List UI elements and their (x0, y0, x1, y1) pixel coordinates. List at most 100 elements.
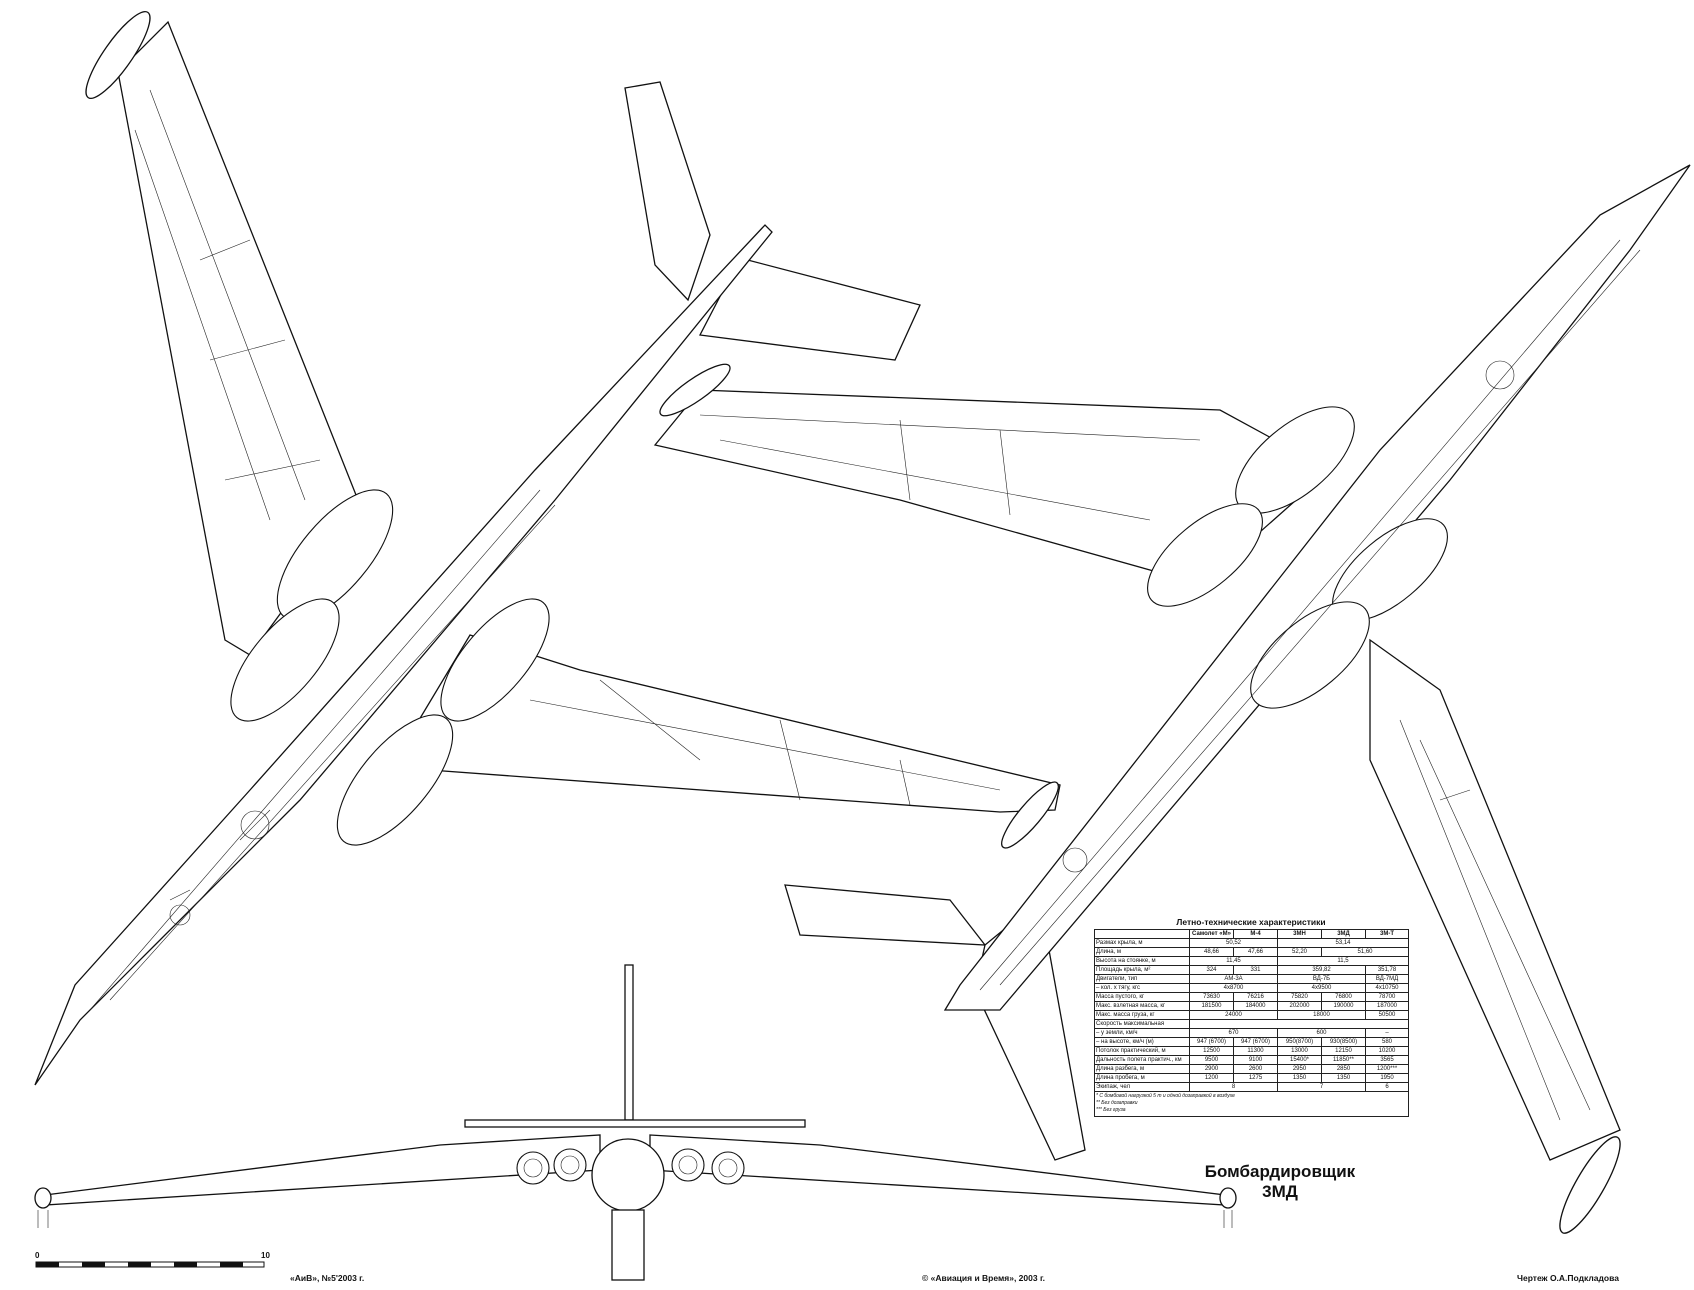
specs-row: Скорость максимальная (1094, 1019, 1409, 1029)
specs-cell: 12500 (1189, 1046, 1234, 1056)
specs-cell: 359,82 (1277, 965, 1366, 975)
drawing-title-line1: Бомбардировщик (1204, 1162, 1356, 1181)
specs-cell: 580 (1365, 1037, 1409, 1047)
specs-row-label: Площадь крыла, м² (1094, 965, 1190, 975)
specs-cell: 76216 (1233, 992, 1278, 1002)
specs-cell: 24000 (1189, 1010, 1278, 1020)
front-view-engine-3 (671, 1148, 705, 1182)
specs-cell: 324 (1189, 965, 1234, 975)
specs-cell: 15400* (1277, 1055, 1322, 1065)
specs-row-label: Размах крыла, м (1094, 938, 1190, 948)
specs-cell: 53,14 (1277, 938, 1409, 948)
specs-cell: 2950 (1277, 1064, 1322, 1074)
specs-cell: 9100 (1233, 1055, 1278, 1065)
specs-cell: 947 (6700) (1233, 1037, 1278, 1047)
specs-cell: 4x10750 (1365, 983, 1409, 993)
specs-cell: 1350 (1277, 1073, 1322, 1083)
specs-cell: 9500 (1189, 1055, 1234, 1065)
specs-cell: 202000 (1277, 1001, 1322, 1011)
front-view-engine-2 (553, 1148, 587, 1182)
specs-title: Летно-технические характеристики (1176, 917, 1326, 927)
specs-column-header: Самолет «М» (1189, 929, 1234, 939)
specs-cell: 75820 (1277, 992, 1322, 1002)
scale-start-label: 0 (35, 1251, 40, 1260)
credit-magazine: «АиВ», №5'2003 г. (290, 1273, 365, 1283)
specs-row-label: Макс. масса груза, кг (1094, 1010, 1190, 1020)
front-view-stabilizer (464, 1119, 806, 1128)
right-aircraft-upper-wing (653, 389, 1332, 586)
left-aircraft-fuselage (34, 224, 773, 1086)
specs-row-label: – у земли, км/ч (1094, 1028, 1190, 1038)
specs-cell: 78700 (1365, 992, 1409, 1002)
specs-cell: 47,66 (1233, 947, 1278, 957)
specs-row-label: Длина пробега, м (1094, 1073, 1190, 1083)
specs-note: *** Без груза (1096, 1107, 1126, 1113)
specs-row-label: Высота на стоянке, м (1094, 956, 1190, 966)
specs-cell: 2600 (1233, 1064, 1278, 1074)
specs-cell: 4x8700 (1189, 983, 1278, 993)
specs-cell: 51,60 (1321, 947, 1409, 957)
right-aircraft-fuselage (943, 164, 1691, 1011)
front-view-fin (624, 964, 634, 1121)
right-aircraft-lower-wing (1369, 638, 1621, 1161)
specs-cell: 8 (1189, 1082, 1278, 1092)
specs-column-header: 3МН (1277, 929, 1322, 939)
specs-column-header: 3МД (1321, 929, 1366, 939)
specs-cell: 48,66 (1189, 947, 1234, 957)
specs-cell: 10200 (1365, 1046, 1409, 1056)
left-aircraft-engine-3 (440, 598, 550, 722)
specs-cell: 50,52 (1189, 938, 1278, 948)
specs-cell: 7 (1277, 1082, 1366, 1092)
specs-cell: – (1365, 1028, 1409, 1038)
front-view-wingtip-gear-left (34, 1187, 52, 1209)
specs-row-label: Длина, м (1094, 947, 1190, 957)
specs-cell: 950(8700) (1277, 1037, 1322, 1047)
front-view-wingtip-gear-right (1219, 1187, 1237, 1209)
specs-row-label: – кол. x тягу, кгс (1094, 983, 1190, 993)
specs-cell: 190000 (1321, 1001, 1366, 1011)
specs-row-label: Двигатели, тип (1094, 974, 1190, 984)
specs-row-label: Длина разбега, м (1094, 1064, 1190, 1074)
specs-cell: 1200*** (1365, 1064, 1409, 1074)
specs-cell: 1200 (1189, 1073, 1234, 1083)
specs-cell: 6 (1365, 1082, 1409, 1092)
front-view (34, 964, 1237, 1281)
specs-panel: Летно-технические характеристики Самолет… (1094, 917, 1409, 1117)
left-aircraft-engine-2 (230, 598, 340, 722)
specs-row-label: Скорость максимальная (1094, 1019, 1190, 1029)
specs-cell: 11300 (1233, 1046, 1278, 1056)
specs-cell: 184000 (1233, 1001, 1278, 1011)
left-aircraft-wingtip-pod (85, 11, 151, 99)
right-aircraft-lower-wingtip-pod (1559, 1136, 1621, 1234)
specs-cell: ВД-7Б (1277, 974, 1366, 984)
specs-header-blank (1094, 929, 1190, 939)
left-aircraft-tail-fin-lower (698, 257, 921, 361)
credit-copyright: © «Авиация и Время», 2003 г. (922, 1273, 1045, 1283)
specs-cell: 947 (6700) (1189, 1037, 1234, 1047)
specs-row-label: Макс. взлетная масса, кг (1094, 1001, 1190, 1011)
specs-cell: 11850** (1321, 1055, 1366, 1065)
specs-column-header: М-4 (1233, 929, 1278, 939)
specs-notes: * С бомбовой нагрузкой 5 т и одной дозап… (1094, 1092, 1409, 1117)
front-view-fuselage (591, 1138, 665, 1212)
specs-cell: 600 (1277, 1028, 1366, 1038)
specs-cell: 1950 (1365, 1073, 1409, 1083)
credit-author: Чертеж О.А.Подкладова (1517, 1273, 1619, 1283)
specs-cell: 187000 (1365, 1001, 1409, 1011)
scale-bar (35, 1261, 265, 1268)
specs-cell: 930(8500) (1321, 1037, 1366, 1047)
